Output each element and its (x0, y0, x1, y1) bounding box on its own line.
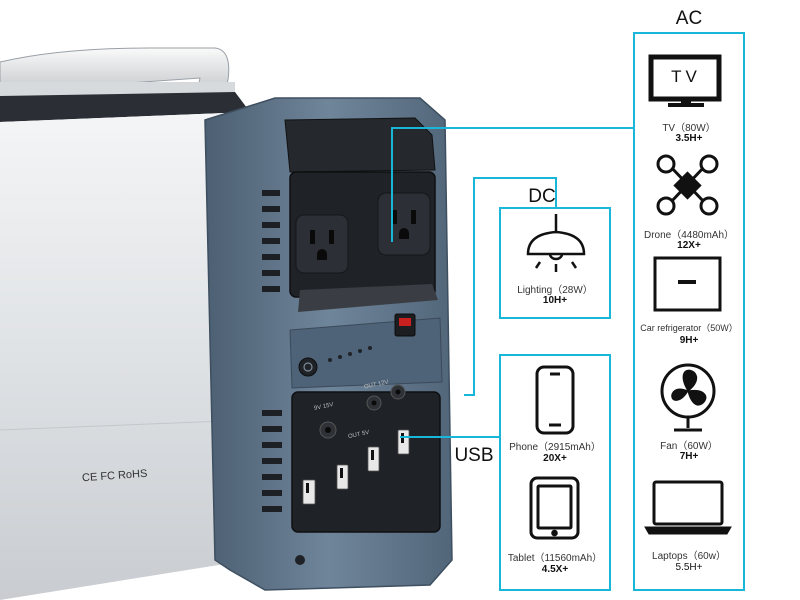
laptop-icon (644, 480, 732, 535)
leader-lines (391, 127, 634, 438)
usb-section-title: USB (454, 445, 494, 466)
lamp-icon (526, 214, 586, 272)
ac-device-label: Car refrigerator（50W） (640, 323, 738, 333)
ac-outlet-right (377, 192, 431, 256)
ac-frame (633, 32, 745, 591)
phone-icon (535, 365, 575, 435)
power-button (298, 357, 318, 377)
usb-device-label: Phone（2915mAh） (509, 442, 601, 453)
car-refrigerator-icon (653, 256, 722, 312)
ac-device-runtime: 12X+ (677, 240, 701, 251)
dc-device-label: Lighting（28W） (517, 285, 593, 296)
drone-icon (656, 154, 719, 216)
ac-device-runtime: 9H+ (679, 335, 699, 346)
usb-device-runtime: 4.5X+ (541, 564, 569, 575)
usb-frame (499, 354, 611, 591)
ac-device-runtime: 5.5H+ (675, 562, 703, 573)
silver-housing (0, 112, 250, 600)
battery-indicator-leds (328, 346, 372, 362)
dc-section-title: DC (528, 186, 556, 207)
ac-device-label: TV（80W） (662, 123, 716, 134)
control-strip (289, 317, 443, 389)
tablet-icon (529, 476, 580, 540)
tv-icon (648, 54, 722, 107)
dc-device-runtime: 10H+ (542, 295, 568, 306)
ac-device-runtime: 7H+ (679, 451, 699, 462)
ac-device-runtime: 3.5H+ (675, 133, 703, 144)
ac-device-label: Drone（4480mAh） (643, 230, 735, 241)
usb-device-runtime: 20X+ (543, 453, 567, 464)
carry-handle (0, 47, 230, 103)
tv-icon-text: TV (671, 67, 701, 86)
dc-usb-panel (291, 391, 441, 533)
usb-device-label: Tablet（11560mAh） (507, 553, 603, 564)
ac-device-label: Laptops（60w） (652, 551, 726, 562)
ac-port-cover (284, 117, 436, 173)
fan-icon (660, 363, 716, 432)
ac-section-title: AC (675, 8, 703, 29)
side-vents (262, 190, 282, 512)
ac-device-label: Fan（60W） (660, 441, 718, 452)
ac-outlet-left (295, 214, 349, 274)
dc-frame (499, 207, 611, 319)
